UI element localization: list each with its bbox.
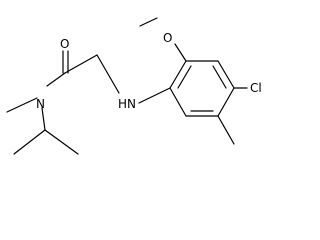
bond-carbonyl-n (46, 72, 66, 87)
atom-cl: Cl (250, 81, 262, 95)
bond-o-methyl (139, 17, 158, 27)
ring-double-2 (212, 65, 227, 89)
bond-ring-o-methoxy (174, 43, 187, 62)
structure-diagram: O N HN O Cl (6, 17, 262, 155)
bond-n-ch (41, 107, 46, 131)
atom-nh: HN (118, 97, 136, 111)
bond-ch-me1 (13, 129, 46, 155)
ring-double-1 (177, 65, 192, 89)
molecule-svg: O N HN O Cl (6, 17, 262, 155)
bond-ch2-nh (96, 54, 120, 94)
bond-ch-me2 (44, 129, 79, 155)
bond-ring-methyl (217, 115, 235, 145)
atom-o-carbonyl: O (60, 37, 69, 51)
ring-bond-3 (217, 60, 235, 89)
atom-o-methoxy: O (163, 31, 172, 45)
ring-bond-4 (217, 87, 235, 117)
ring-bond-1 (169, 60, 187, 89)
bond-carbonyl-ch2 (64, 54, 98, 74)
bond-nh-ring (138, 87, 171, 104)
atom-n-amide: N (36, 97, 45, 111)
bond-n-methyl (6, 97, 38, 113)
ring-bond-6 (169, 87, 187, 117)
